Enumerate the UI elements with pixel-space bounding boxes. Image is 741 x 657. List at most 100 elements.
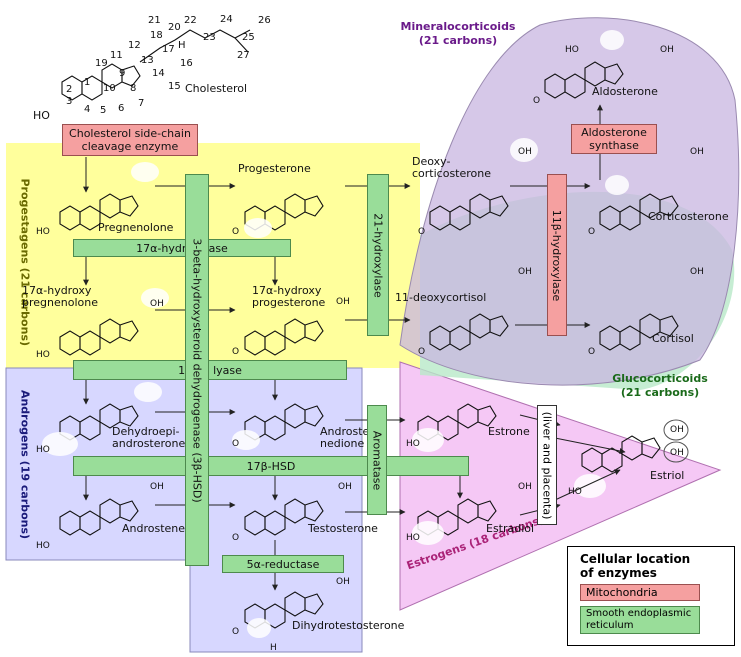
cholesterol-ho: HO [33,109,50,122]
aldosterone-label: Aldosterone [592,85,658,98]
aromatase-enzyme: Aromatase [367,405,387,515]
glucocorticoids-carbons: (21 carbons) [620,386,700,399]
mineralocorticoids-carbons: (21 carbons) [418,34,498,47]
c6: 6 [118,103,125,114]
legend-title: Cellular location of enzymes [580,552,691,580]
estriol-oh-2: OH [670,448,684,458]
mineralocorticoids-label: Mineralocorticoids [400,20,516,33]
hydroxyprogesterone-label: 17α-hydroxy progesterone [252,284,326,309]
c24: 24 [220,14,233,25]
c5: 5 [100,105,107,116]
hydroxylase-11b-enzyme: 11β-hydroxylase [547,174,567,336]
aldosterone-oh: OH [660,45,674,55]
hydroxylase-17a-label: 17α-hydroxylase [136,241,228,255]
c9: 9 [119,68,126,79]
estradiol-ho: HO [406,533,420,543]
corticosterone-label: Corticosterone [648,210,729,223]
cholesterol-h-17: H [178,40,186,51]
c26: 26 [258,15,271,26]
c3: 3 [66,96,73,107]
deoxycorticosterone-oh: OH [518,147,532,157]
glucocorticoids-label: Glucocorticoids [612,372,708,385]
hydroxyprogesterone-oh: OH [336,297,350,307]
legend: Cellular location of enzymes Mitochondri… [567,546,735,646]
aldosterone-o: O [533,96,541,106]
c19: 19 [95,58,108,69]
c27: 27 [237,50,250,61]
c18: 18 [150,30,163,41]
estrone-ho: HO [406,439,420,449]
c25: 25 [242,32,255,43]
cortisol-o: O [588,347,596,357]
estriol-oh-1: OH [670,425,684,435]
cortisol-oh: OH [690,267,704,277]
estriol-label: Estriol [650,469,685,482]
reductase-5a-label: 5α-reductase [246,557,320,571]
estriol-ho: HO [568,487,582,497]
deoxycortisol-o: O [418,347,426,357]
legend-mitochondria-label: Mitochondria [586,586,658,599]
liver-placenta-label: (liver and placenta) [540,411,554,519]
hsd-3b-enzyme: 3-beta-hydroxysteroid dehydrogenase (3β-… [185,174,209,566]
testosterone-oh: OH [338,482,352,492]
estrogen-region [399,361,722,611]
cortisol-label: Cortisol [652,332,694,345]
aromatase-label: Aromatase [370,430,384,490]
androstenedione-label: Androste- nedione [320,425,374,450]
mineralocorticoids-title: Mineralocorticoids (21 carbons) [398,20,518,48]
legend-smooth-er-label: Smooth endoplasmic reticulum [586,608,692,631]
dht-h: H [270,643,277,653]
estrone-label: Estrone [488,425,530,438]
estradiol-oh: OH [518,482,532,492]
dhea-label: Dehydroepi- androsterone [112,425,186,450]
c4: 4 [84,104,91,115]
c10: 10 [103,83,116,94]
dht-label: Dihydrotestosterone [292,619,405,632]
legend-mitochondria: Mitochondria [580,584,700,601]
androstenedione-o: O [232,439,240,449]
mineralocorticoid-region [399,17,740,386]
cholesterol-label: Cholesterol [185,82,248,95]
corticosterone-oh: OH [690,147,704,157]
lyase-17-20-enzyme: 17,20 lyase [73,360,347,380]
c15: 15 [168,81,181,92]
deoxycortisol-label: 11-deoxycortisol [395,291,487,304]
c14: 14 [152,68,165,79]
dhea-ho: HO [36,445,50,455]
aldosterone-synthase-label: Aldosterone synthase [581,126,647,152]
progestagens-title: Progestagens (21 carbons) [18,178,32,347]
hydroxylase-21-label: 21-hydroxylase [371,212,385,298]
hsd-3b-label: 3-beta-hydroxysteroid dehydrogenase (3β-… [190,237,204,503]
c16: 16 [180,58,193,69]
deoxycortisol-oh: OH [518,267,532,277]
androgen-region [5,367,363,653]
hydroxypregnenolone-ho: HO [36,350,50,360]
deoxycorticosterone-o: O [418,227,426,237]
c20: 20 [168,22,181,33]
aldosterone-ho: HO [565,45,579,55]
aldosterone-synthase-enzyme: Aldosterone synthase [571,124,657,154]
deoxycorticosterone-label: Deoxy- corticosterone [412,155,492,180]
hydroxypregnenolone-oh: OH [150,299,164,309]
c11: 11 [110,50,123,61]
progesterone-label: Progesterone [238,162,311,175]
c12: 12 [128,40,141,51]
glucocorticoids-title: Glucocorticoids (21 carbons) [605,372,715,400]
dht-oh: OH [336,577,350,587]
pregnenolone-label: Pregnenolone [98,221,174,234]
c22: 22 [184,15,197,26]
c8: 8 [130,83,137,94]
c7: 7 [138,98,145,109]
c21: 21 [148,15,161,26]
c17: 17 [162,44,175,55]
side-chain-cleavage-enzyme: Cholesterol side-chain cleavage enzyme [62,124,198,156]
dht-o: O [232,627,240,637]
hydroxypregnenolone-label: 17α-hydroxy pregnenolone [22,284,98,309]
hsd-17b-enzyme: 17β-HSD [73,456,469,476]
hsd-17b-label: 17β-HSD [246,459,296,473]
liver-placenta-box: (liver and placenta) [537,405,557,525]
c1: 1 [84,77,91,88]
side-chain-cleavage-label: Cholesterol side-chain cleavage enzyme [69,127,191,153]
corticosterone-o: O [588,227,596,237]
